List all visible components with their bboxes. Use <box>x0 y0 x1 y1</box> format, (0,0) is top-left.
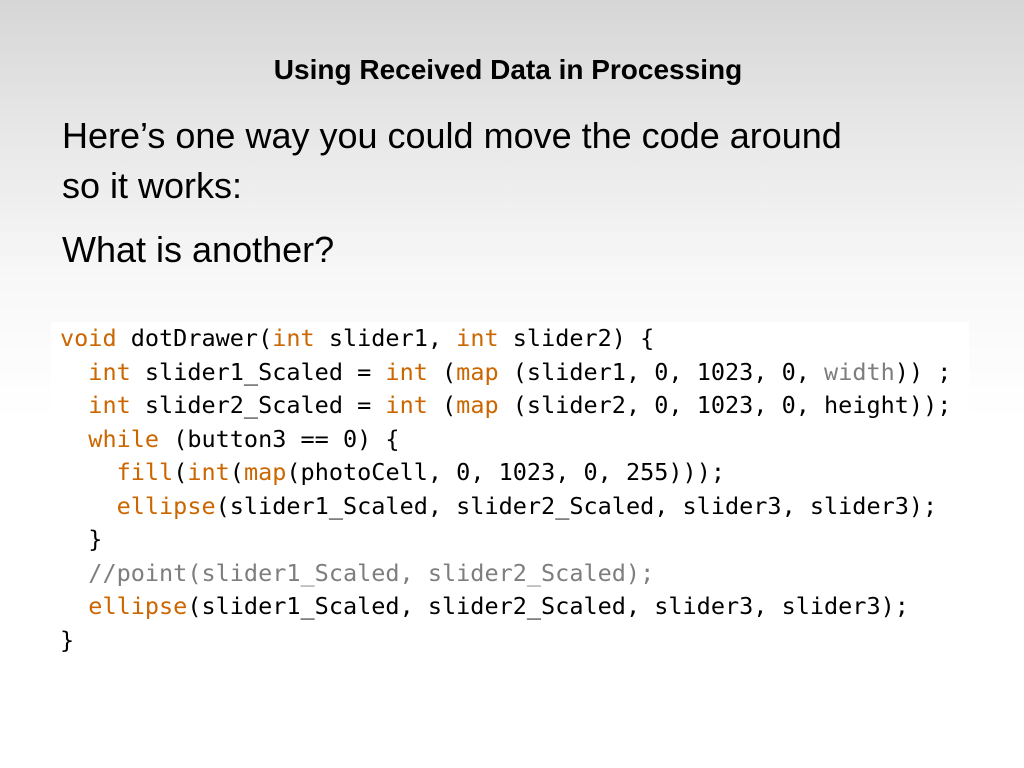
body-paragraph-1: Here’s one way you could move the code a… <box>62 115 842 206</box>
code-snippet: void dotDrawer(int slider1, int slider2)… <box>60 322 951 657</box>
code-line: int slider1_Scaled = int (map (slider1, … <box>88 357 952 386</box>
slide-title: Using Received Data in Processing <box>273 54 743 85</box>
code-line: while (button3 == 0) { <box>88 424 400 453</box>
code-line: int slider2_Scaled = int (map (slider2, … <box>88 391 952 419</box>
code-line: ellipse(slider1_Scaled, slider2_Scaled, … <box>88 592 909 620</box>
code-snippet-background <box>51 322 969 440</box>
code-line: fill(int(map(photoCell, 0, 1023, 0, 255)… <box>116 458 726 486</box>
code-line: //point(slider1_Scaled, slider2_Scaled); <box>88 558 655 587</box>
code-line: } <box>60 625 75 654</box>
body-paragraph-2: What is another? <box>62 229 335 270</box>
code-line: void dotDrawer(int slider1, int slider2)… <box>60 324 655 352</box>
code-line: } <box>60 525 103 553</box>
code-line: ellipse(slider1_Scaled, slider2_Scaled, … <box>116 491 938 520</box>
